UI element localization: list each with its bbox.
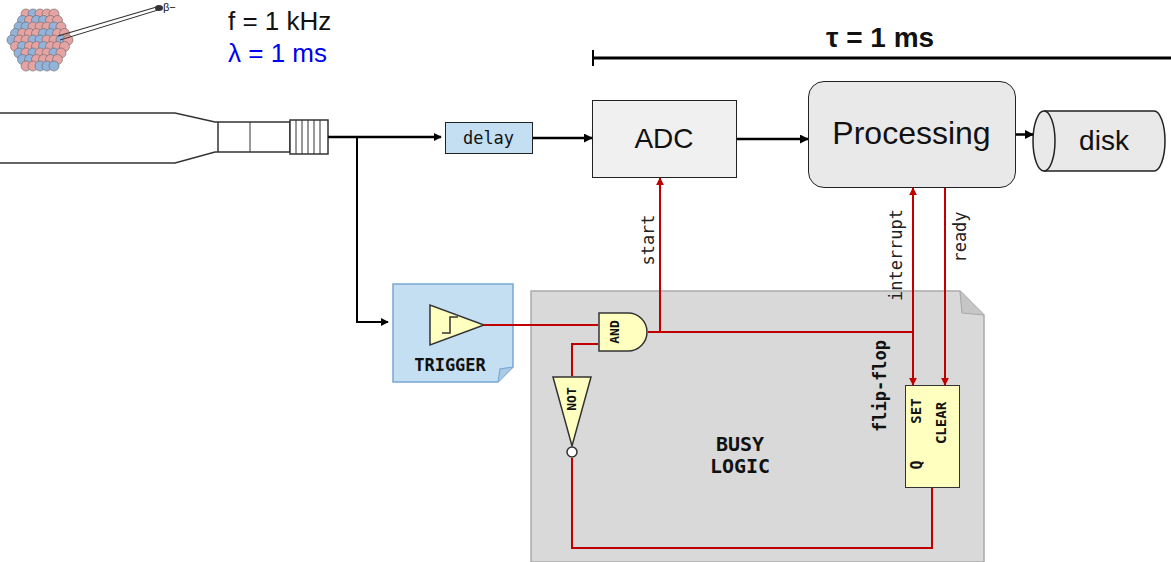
rate-label: λ = 1 ms — [228, 38, 327, 69]
node-label: Q — [908, 460, 925, 469]
control-signal — [572, 458, 932, 548]
node-label: AND — [608, 320, 622, 343]
nucleus — [7, 9, 73, 71]
node-label: ADC — [634, 123, 693, 154]
particle-label: β− — [163, 1, 176, 13]
node-label: TRIGGER — [414, 356, 486, 375]
not-gate: NOT — [552, 376, 592, 458]
control-signal — [944, 188, 946, 385]
nucleon — [49, 61, 59, 71]
control-signal — [572, 344, 598, 376]
and-gate-outline — [598, 312, 648, 352]
disk-cylinder: disk — [1032, 110, 1166, 172]
node-label: delay — [463, 128, 514, 147]
beta-particle — [155, 5, 163, 11]
deadtime-label: τ = 1 ms — [826, 22, 934, 54]
node-label: SET — [909, 398, 924, 423]
control-signal — [648, 188, 913, 332]
beta-track — [58, 6, 160, 36]
and-gate: AND — [598, 312, 648, 352]
trigger-box: TRIGGER — [392, 283, 514, 383]
adc-box: ADC — [592, 100, 737, 178]
node-label: CLEAR — [934, 401, 949, 443]
node-label: Processing — [832, 116, 990, 151]
data-flow-arrow — [737, 138, 808, 141]
tau-tick — [592, 50, 594, 66]
signal-name: start — [638, 214, 658, 265]
node-label: BUSY LOGIC — [700, 433, 780, 477]
data-flow-arrow — [533, 137, 592, 140]
signal-name: ready — [950, 211, 970, 262]
signal-name: interrupt — [886, 209, 906, 301]
beta-track — [60, 10, 158, 40]
control-signal — [648, 332, 913, 385]
data-flow-arrow — [1016, 133, 1033, 136]
signal-wire — [328, 136, 441, 139]
node-label: disk — [1079, 126, 1129, 157]
photomultiplier — [0, 113, 328, 163]
frequency-label: f = 1 kHz — [228, 6, 331, 37]
tau-bar — [593, 57, 1171, 60]
signal-wire — [357, 137, 388, 322]
control-signal — [484, 324, 598, 326]
flip-flop-box: flip-flopSETCLEARQ — [905, 385, 960, 488]
busy-logic-panel: BUSY LOGIC AND NOT flip-flopSET CLEAR Q — [530, 290, 985, 562]
node-label: flip-flop — [870, 339, 889, 431]
processing-box: Processing — [808, 81, 1016, 188]
node-label: NOT — [565, 387, 579, 410]
delay-box: delay — [445, 122, 533, 154]
